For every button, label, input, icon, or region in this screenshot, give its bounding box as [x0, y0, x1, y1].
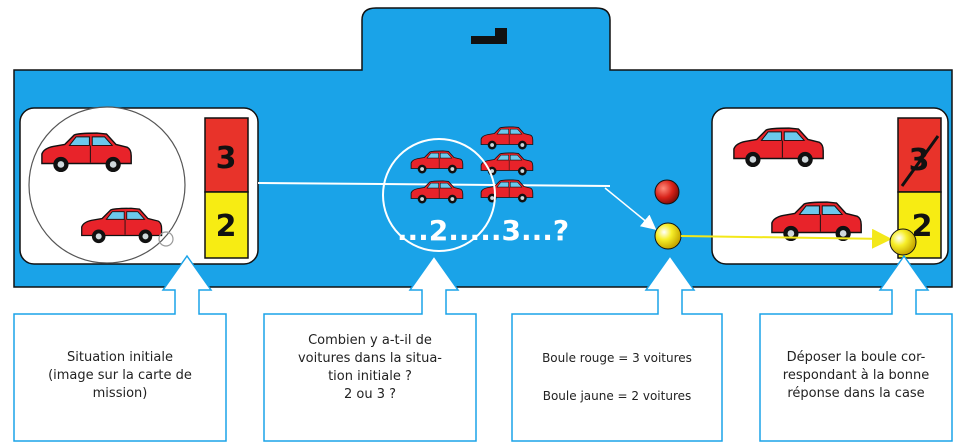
- callout-red-ball-text: Boule rouge = 3 voitures: [542, 351, 692, 365]
- left-panel: 3 2: [19, 106, 259, 265]
- card-top-number: 3: [216, 141, 237, 176]
- callout-situation-box: [13, 254, 227, 442]
- car-ghost-wheel: [158, 231, 174, 247]
- callout-yellow-ball-text: Boule jaune = 2 voitures: [542, 389, 692, 403]
- question-circle: [382, 138, 496, 252]
- callout-question-text: Combien y a-t-il de voitures dans la sit…: [297, 333, 442, 402]
- callouts: [13, 254, 953, 442]
- cross-out-line: [900, 135, 940, 187]
- tab-mark: [471, 36, 507, 44]
- yellow-ball: [654, 222, 682, 250]
- card-top-red: [204, 117, 249, 193]
- initial-situation-circle: [28, 106, 186, 264]
- count-label: ...2.....3...?: [397, 214, 569, 247]
- right-panel: 3 2: [680, 107, 949, 265]
- callout-situation-text: Situation initiale (image sur la carte d…: [48, 350, 192, 401]
- callout-deposit-text: Déposer la boule cor- respondant à la bo…: [782, 350, 930, 401]
- balls-area: [604, 179, 682, 250]
- red-ball: [654, 179, 680, 205]
- yellow-arrow: [680, 228, 892, 249]
- white-arrow: [604, 187, 657, 230]
- middle-panel: ...2.....3...?: [382, 126, 569, 252]
- card-bottom-number: 2: [216, 209, 237, 244]
- deposited-yellow-ball: [889, 228, 917, 256]
- card-bottom-yellow: [204, 191, 249, 259]
- callout-balls-box: [511, 254, 723, 442]
- right-card-bottom-number: 2: [912, 209, 933, 244]
- callout-question-box: [263, 254, 477, 442]
- callout-deposit-box: [759, 254, 953, 442]
